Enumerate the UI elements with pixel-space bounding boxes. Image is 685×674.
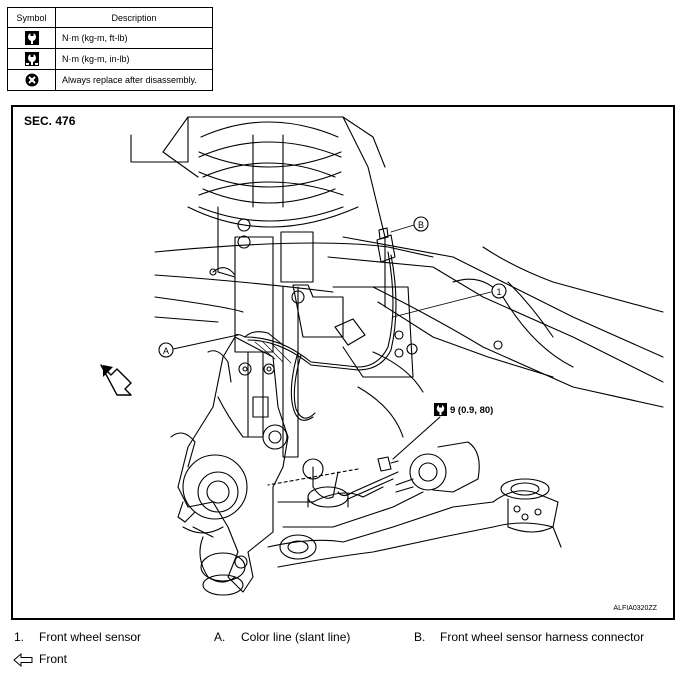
caption-item-b-number: B. [414, 630, 426, 644]
symbol-legend-table: Symbol Description N·m (kg-m, ft-lb) N [7, 7, 213, 91]
torque-wrench-inlb-icon [434, 403, 447, 416]
wheel-hub [170, 432, 248, 596]
caption-item-a-number: A. [214, 630, 226, 644]
legend-header-symbol: Symbol [7, 7, 56, 28]
legend-text: Always replace after disassembly. [55, 69, 213, 91]
torque-wrench-icon [24, 31, 39, 45]
callout-b-label: B [418, 220, 424, 230]
callout-b: B [413, 216, 429, 232]
front-arrow-icon [13, 653, 33, 667]
suspension-figure: SEC. 476 [11, 105, 675, 620]
torque-spec: 9 (0.9, 80) [392, 403, 493, 460]
callout-1: 1 [491, 283, 507, 299]
lower-control-arm [267, 441, 562, 568]
legend-row: N·m (kg-m, ft-lb) [7, 27, 213, 49]
caption-item-1-number: 1. [14, 630, 25, 644]
coil-spring [187, 121, 359, 228]
legend-text: N·m (kg-m, in-lb) [55, 48, 213, 70]
caption-front-text: Front [39, 652, 68, 666]
callout-a-label: A [163, 346, 169, 356]
always-replace-icon [25, 73, 38, 87]
sensor-harness [234, 227, 397, 421]
legend-header-row: Symbol Description [7, 7, 213, 28]
legend-text: N·m (kg-m, ft-lb) [55, 27, 213, 49]
callout-1-label: 1 [496, 287, 501, 297]
caption-item-b-text: Front wheel sensor harness connector [440, 630, 645, 644]
strut-body [212, 206, 344, 458]
legend-row: N·m (kg-m, in-lb) [7, 48, 213, 70]
leader-lines [172, 224, 492, 350]
torque-wrench-inlb-icon [24, 52, 39, 66]
caption-item-1-text: Front wheel sensor [39, 630, 142, 644]
strut-tower [130, 116, 386, 308]
callout-a: A [158, 342, 174, 358]
figure-code: ALFIA0320ZZ [613, 605, 657, 612]
sensor-bolt [267, 456, 399, 486]
caption-item-a-text: Color line (slant line) [241, 630, 351, 644]
legend-row: Always replace after disassembly. [7, 69, 213, 91]
front-direction-arrow-icon [100, 364, 132, 396]
legend-header-description: Description [55, 7, 213, 28]
section-label: SEC. 476 [24, 114, 76, 128]
torque-value: 9 (0.9, 80) [450, 405, 493, 416]
subframe [154, 236, 664, 438]
steering-knuckle [177, 336, 289, 593]
suspension-drawing: B 1 A 9 (0.9, 80) [100, 116, 664, 596]
